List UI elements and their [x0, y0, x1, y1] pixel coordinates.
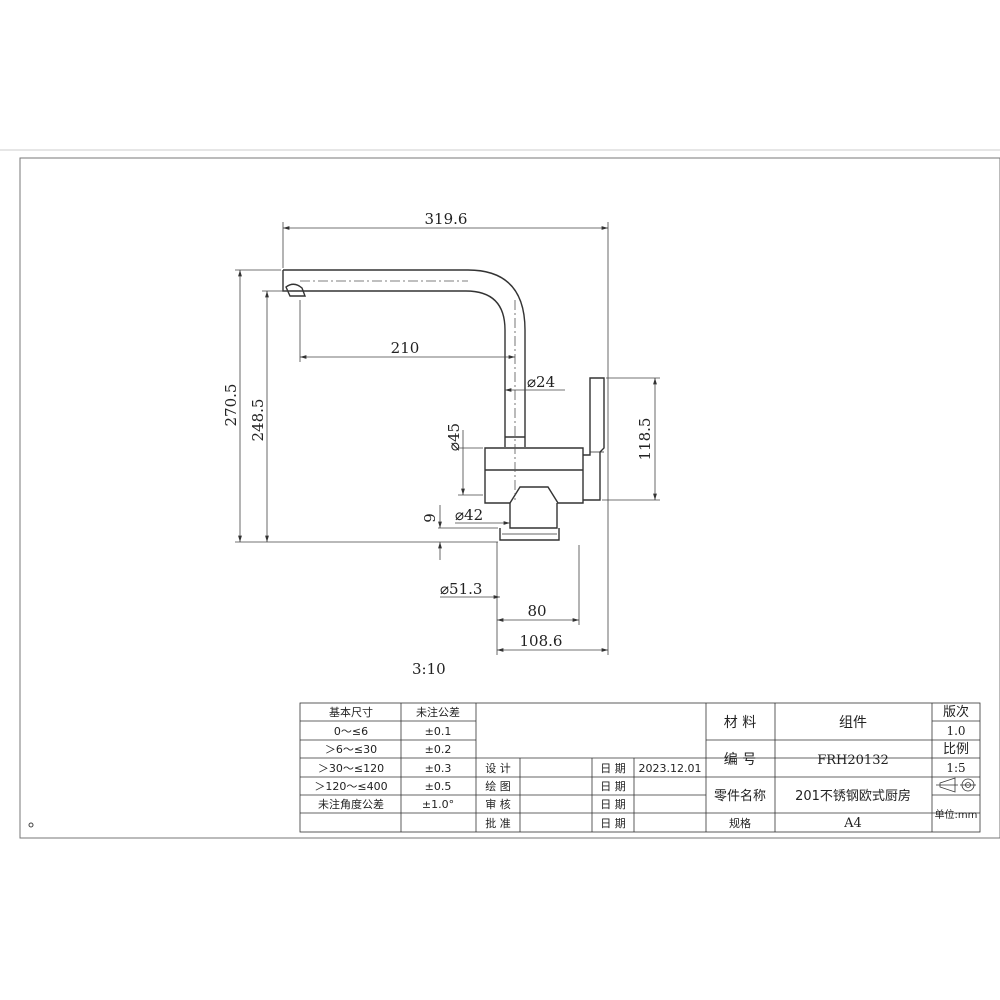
tolerance-row-value: ±0.5 — [425, 780, 452, 793]
tolerance-row-range: 未注角度公差 — [318, 797, 384, 811]
corner-mark — [28, 822, 34, 828]
revision-value: 1.0 — [946, 724, 965, 738]
part-name-label: 零件名称 — [714, 788, 766, 804]
dim-base-diameter: ⌀42 — [455, 506, 483, 524]
title-block — [299, 702, 981, 833]
tolerance-rows: 0～≤6 ±0.1 ＞6～≤30 ±0.2 ＞30～≤120 ±0.3 ＞120… — [314, 725, 454, 811]
drawing-frame — [19, 157, 1000, 839]
dim-tube-diameter: ⌀24 — [527, 373, 555, 391]
tolerance-row-value: ±0.2 — [425, 743, 452, 756]
revision-label: 版次 — [943, 704, 969, 720]
approval-role: 批 准 — [485, 816, 511, 830]
dim-base-width: 80 — [527, 602, 546, 620]
approval-date-label: 日 期 — [600, 780, 626, 793]
tolerance-row-value: ±1.0° — [422, 798, 454, 811]
faucet-outline — [282, 269, 605, 541]
number-value: FRH20132 — [817, 753, 889, 768]
tolerance-row-value: ±0.1 — [425, 725, 452, 738]
approval-date: 2023.12.01 — [639, 762, 702, 775]
dim-flange-thickness: 9 — [421, 513, 439, 523]
tolerance-row-range: ＞30～≤120 — [318, 762, 384, 775]
dim-spout-reach: 210 — [391, 339, 420, 357]
material-value: 组件 — [839, 715, 867, 731]
ratio-value: 1:5 — [946, 761, 965, 775]
approval-rows: 设 计 日 期 2023.12.01 绘 图 日 期 审 核 日 期 批 准 日… — [485, 762, 701, 830]
unit-label: 单位:mm — [935, 808, 978, 821]
approval-date-label: 日 期 — [600, 762, 626, 775]
dim-handle-height: 118.5 — [636, 418, 654, 461]
dim-flange-diameter: ⌀51.3 — [440, 580, 482, 598]
spec-label: 规格 — [729, 816, 751, 830]
approval-date-label: 日 期 — [600, 798, 626, 811]
approval-role: 审 核 — [485, 797, 511, 811]
approval-date-label: 日 期 — [600, 817, 626, 830]
tolerance-header-size: 基本尺寸 — [329, 705, 373, 719]
tolerance-row-value: ±0.3 — [425, 762, 452, 775]
approval-role: 设 计 — [485, 762, 511, 775]
drawing-scale: 3:10 — [412, 660, 446, 678]
number-label: 编 号 — [724, 752, 756, 768]
tolerance-row-range: ＞120～≤400 — [314, 780, 387, 793]
tolerance-row-range: 0～≤6 — [334, 725, 368, 738]
part-name-value: 201不锈钢欧式厨房 — [795, 788, 911, 804]
first-angle-projection-icon — [936, 777, 976, 793]
ratio-label: 比例 — [943, 742, 969, 757]
tolerance-header-tolerance: 未注公差 — [416, 705, 460, 719]
dimension-lines — [235, 222, 660, 655]
material-label: 材 料 — [724, 715, 756, 731]
tolerance-row-range: ＞6～≤30 — [325, 743, 377, 756]
dim-outlet-height: 248.5 — [249, 399, 267, 442]
dim-footprint-width: 108.6 — [520, 632, 563, 650]
dim-body-diameter: ⌀45 — [445, 423, 463, 451]
dim-total-height: 270.5 — [222, 384, 240, 427]
spec-value: A4 — [843, 816, 862, 831]
dim-overall-width: 319.6 — [425, 210, 468, 228]
approval-role: 绘 图 — [485, 779, 511, 793]
